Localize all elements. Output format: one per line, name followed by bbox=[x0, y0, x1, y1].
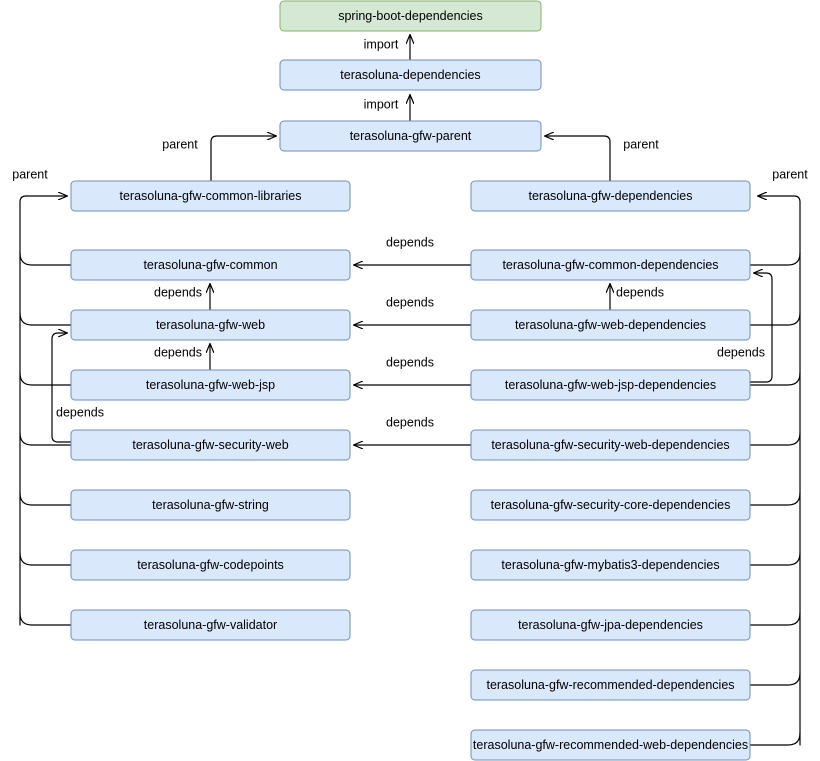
edge-parent-gfwdeps-to-gfwparent bbox=[545, 136, 611, 182]
edge-depends-webjspdeps-to-commondeps bbox=[749, 273, 773, 383]
node-terasoluna-gfw-web-jsp-dependencies[interactable]: terasoluna-gfw-web-jsp-dependencies bbox=[470, 369, 751, 401]
edge-parent-leg-common bbox=[19, 252, 72, 266]
edge-parent-leg-string bbox=[19, 492, 72, 506]
edge-parent-leg-recommendeddeps bbox=[749, 672, 801, 686]
edge-parent-leg-mybatis3deps bbox=[749, 552, 801, 566]
node-terasoluna-dependencies[interactable]: terasoluna-dependencies bbox=[279, 59, 542, 91]
edge-label-parent-right: parent bbox=[772, 167, 808, 181]
edge-label-depends-common: depends bbox=[386, 235, 434, 249]
edge-parent-leg-validator bbox=[19, 612, 72, 626]
node-terasoluna-gfw-dependencies[interactable]: terasoluna-gfw-dependencies bbox=[470, 180, 751, 212]
node-terasoluna-gfw-recommended-web-dependencies[interactable]: terasoluna-gfw-recommended-web-dependenc… bbox=[470, 729, 751, 761]
node-terasoluna-gfw-web-dependencies[interactable]: terasoluna-gfw-web-dependencies bbox=[470, 309, 751, 341]
edge-label-depends-webjsp: depends bbox=[386, 355, 434, 369]
node-terasoluna-gfw-common-libraries[interactable]: terasoluna-gfw-common-libraries bbox=[70, 180, 351, 212]
node-terasoluna-gfw-security-web[interactable]: terasoluna-gfw-security-web bbox=[70, 429, 351, 461]
edge-label-import-2: import bbox=[364, 97, 399, 111]
edge-label-parent-left: parent bbox=[12, 167, 48, 181]
node-terasoluna-gfw-security-web-dependencies[interactable]: terasoluna-gfw-security-web-dependencies bbox=[470, 429, 751, 461]
node-terasoluna-gfw-string[interactable]: terasoluna-gfw-string bbox=[70, 489, 351, 521]
node-terasoluna-gfw-jpa-dependencies[interactable]: terasoluna-gfw-jpa-dependencies bbox=[470, 609, 751, 641]
node-terasoluna-gfw-web-jsp[interactable]: terasoluna-gfw-web-jsp bbox=[70, 369, 351, 401]
edge-parent-commonlibs-to-gfwparent bbox=[210, 136, 276, 182]
edge-parent-right-trunk bbox=[758, 196, 801, 746]
edge-label-depends-rdep-v: depends bbox=[616, 285, 664, 299]
edge-parent-leg-web bbox=[19, 312, 72, 326]
node-terasoluna-gfw-security-core-dependencies[interactable]: terasoluna-gfw-security-core-dependencie… bbox=[470, 489, 751, 521]
edge-parent-leg-commondeps bbox=[749, 252, 801, 266]
edge-parent-leg-seccoredeps bbox=[749, 492, 801, 506]
edge-label-depends-right-j: depends bbox=[717, 345, 765, 359]
edge-label-parent-left-top: parent bbox=[162, 137, 198, 151]
node-terasoluna-gfw-mybatis3-dependencies[interactable]: terasoluna-gfw-mybatis3-dependencies bbox=[470, 549, 751, 581]
edge-label-depends-vert-2: depends bbox=[154, 345, 202, 359]
edge-label-depends-vert-1: depends bbox=[154, 285, 202, 299]
node-terasoluna-gfw-parent[interactable]: terasoluna-gfw-parent bbox=[279, 120, 542, 152]
edge-parent-left-trunk bbox=[19, 196, 67, 626]
edge-depends-secweb-to-web bbox=[51, 333, 72, 443]
node-terasoluna-gfw-common[interactable]: terasoluna-gfw-common bbox=[70, 249, 351, 281]
edge-parent-leg-recommendedwebdeps bbox=[749, 732, 801, 746]
edge-parent-leg-securityweb bbox=[19, 432, 72, 446]
edge-labels-layer: import import parent parent parent paren… bbox=[12, 37, 808, 429]
node-terasoluna-gfw-web[interactable]: terasoluna-gfw-web bbox=[70, 309, 351, 341]
edge-label-import-1: import bbox=[364, 37, 399, 51]
edge-parent-leg-webjsp bbox=[19, 372, 72, 386]
edges-layer bbox=[19, 35, 801, 746]
node-terasoluna-gfw-validator[interactable]: terasoluna-gfw-validator bbox=[70, 609, 351, 641]
edge-label-depends-web: depends bbox=[386, 295, 434, 309]
edge-label-depends-left-sw: depends bbox=[56, 405, 104, 419]
edge-parent-leg-jpadeps bbox=[749, 612, 801, 626]
edge-parent-leg-codepoints bbox=[19, 552, 72, 566]
edge-parent-leg-webdeps bbox=[749, 312, 801, 326]
edge-parent-leg-webjspdeps bbox=[749, 372, 801, 386]
node-terasoluna-gfw-codepoints[interactable]: terasoluna-gfw-codepoints bbox=[70, 549, 351, 581]
edge-label-parent-right-top: parent bbox=[623, 137, 659, 151]
edge-label-depends-secweb: depends bbox=[386, 415, 434, 429]
node-spring-boot-dependencies[interactable]: spring-boot-dependencies bbox=[279, 0, 542, 32]
node-terasoluna-gfw-recommended-dependencies[interactable]: terasoluna-gfw-recommended-dependencies bbox=[470, 669, 751, 701]
node-terasoluna-gfw-common-dependencies[interactable]: terasoluna-gfw-common-dependencies bbox=[470, 249, 751, 281]
edge-parent-leg-secwebdeps bbox=[749, 432, 801, 446]
